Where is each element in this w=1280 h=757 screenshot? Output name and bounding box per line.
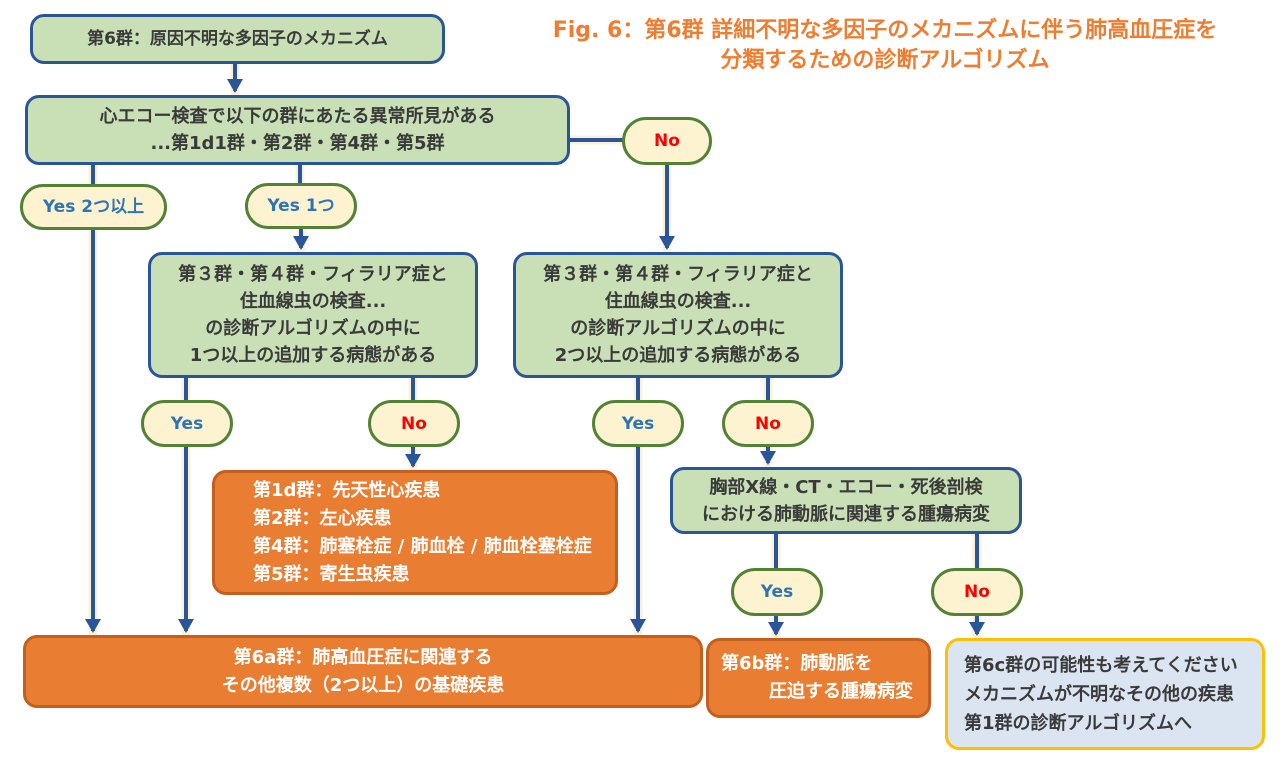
node-mid-right-check: 第３群・第４群・フィラリア症と 住血線虫の検査... の診断アルゴリズムの中に … [513,252,843,378]
oval-no-bottom-label: No [964,582,990,602]
node-echo-line2: ...第1d1群・第2群・第4群・第5群 [150,133,445,154]
node-group6a: 第6a群：肺高血圧症に関連する その他複数（2つ以上）の基礎疾患 [23,635,703,708]
figure-title-line1: Fig. 6：第6群 詳細不明な多因子のメカニズムに伴う肺高血圧症を [552,18,1218,43]
node-groups-1d245: 第1d群：先天性心疾患 第2群：左心疾患 第4群：肺塞栓症 / 肺血栓 / 肺血… [212,470,618,595]
oval-no-left: No [368,400,460,447]
node-group6c-line3: 第1群の診断アルゴリズムへ [964,712,1192,734]
oval-no-top: No [622,117,712,165]
oval-yes-bottom: Yes [731,568,823,616]
oval-yes-two-or-more: Yes 2つ以上 [20,184,167,230]
node-mid-left-line1: 第３群・第４群・フィラリア症と [178,264,448,285]
oval-no-top-label: No [654,131,680,151]
node-mid-left-check: 第３群・第４群・フィラリア症と 住血線虫の検査... の診断アルゴリズムの中に … [148,252,478,378]
node-mid-right-line1: 第３群・第４群・フィラリア症と [543,264,813,285]
node-mid-right-line4: 2つ以上の追加する病態がある [554,345,802,366]
node-mid-left-line3: の診断アルゴリズムの中に [205,318,421,339]
node-mid-left-line2: 住血線虫の検査... [239,291,387,312]
node-group6-text: 第6群：原因不明な多因子のメカニズム [87,28,388,49]
oval-yes-right: Yes [592,400,684,447]
node-groups-1d245-line4: 第5群：寄生虫疾患 [253,563,410,585]
figure-title-line2: 分類するための診断アルゴリズム [720,48,1050,73]
node-groups-1d245-line3: 第4群：肺塞栓症 / 肺血栓 / 肺血栓塞栓症 [253,535,592,557]
oval-yes-right-label: Yes [621,413,655,434]
oval-yes-one: Yes 1つ [245,183,357,229]
node-group6a-line1: 第6a群：肺高血圧症に関連する [233,646,493,668]
oval-yes-two-or-more-label: Yes 2つ以上 [42,197,145,217]
node-xray-line2: における肺動脈に関連する腫瘍病変 [702,503,990,525]
node-mid-left-line4: 1つ以上の追加する病態がある [189,345,437,366]
node-group6b-line1: 第6b群：肺動脈を [721,653,873,674]
oval-no-left-label: No [401,413,427,434]
node-groups-1d245-line2: 第2群：左心疾患 [253,507,392,529]
oval-yes-left: Yes [141,400,233,447]
oval-no-bottom: No [931,568,1023,616]
oval-no-right-label: No [755,413,781,434]
node-group6-start: 第6群：原因不明な多因子のメカニズム [30,14,445,64]
node-xray-check: 胸部X線・CT・エコー・死後剖検 における肺動脈に関連する腫瘍病変 [670,467,1022,534]
node-group6c-line1: 第6c群の可能性も考えてください [964,654,1238,676]
node-mid-right-line3: の診断アルゴリズムの中に [570,318,786,339]
oval-yes-left-label: Yes [170,413,204,434]
node-group6c-line2: メカニズムが不明なその他の疾患 [964,683,1234,705]
node-group6a-line2: その他複数（2つ以上）の基礎疾患 [221,674,505,696]
oval-yes-bottom-label: Yes [760,582,794,602]
node-echo-line1: 心エコー検査で以下の群にあたる異常所見がある [99,106,496,127]
figure-title: Fig. 6：第6群 詳細不明な多因子のメカニズムに伴う肺高血圧症を 分類するた… [505,16,1265,76]
node-xray-line1: 胸部X線・CT・エコー・死後剖検 [709,476,983,498]
oval-no-right: No [722,400,814,447]
node-group6c: 第6c群の可能性も考えてください メカニズムが不明なその他の疾患 第1群の診断ア… [945,638,1265,750]
node-group6b-line2: 圧迫する腫瘍病変 [769,681,913,702]
oval-yes-one-label: Yes 1つ [267,196,335,216]
node-group6b: 第6b群：肺動脈を 圧迫する腫瘍病変 [706,638,931,718]
node-groups-1d245-line1: 第1d群：先天性心疾患 [253,479,441,501]
node-echo-check: 心エコー検査で以下の群にあたる異常所見がある ...第1d1群・第2群・第4群・… [25,95,570,165]
node-mid-right-line2: 住血線虫の検査... [604,291,752,312]
